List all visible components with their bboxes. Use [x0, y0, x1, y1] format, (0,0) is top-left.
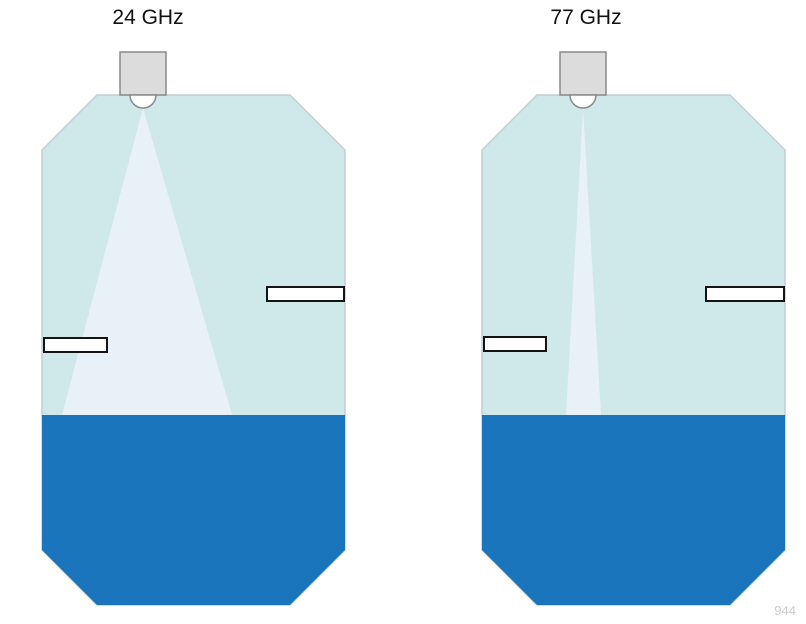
tank-24ghz [41, 51, 346, 606]
tank-77ghz [481, 51, 786, 606]
antenna-horn [129, 94, 157, 109]
tank-label-77ghz: 77 GHz [550, 6, 622, 29]
watermark-number: 944 [774, 603, 796, 618]
liquid [42, 415, 345, 605]
antenna-horn [569, 94, 597, 109]
obstacle-bar-left [43, 337, 108, 353]
radar-sensor [559, 51, 607, 96]
obstacle-bar-right [266, 286, 345, 302]
tank-label-24ghz: 24 GHz [112, 6, 184, 29]
radar-beam-narrow [566, 108, 601, 415]
radar-sensor [119, 51, 167, 96]
liquid [482, 415, 785, 605]
obstacle-bar-right [705, 286, 785, 302]
obstacle-bar-left [483, 336, 547, 352]
